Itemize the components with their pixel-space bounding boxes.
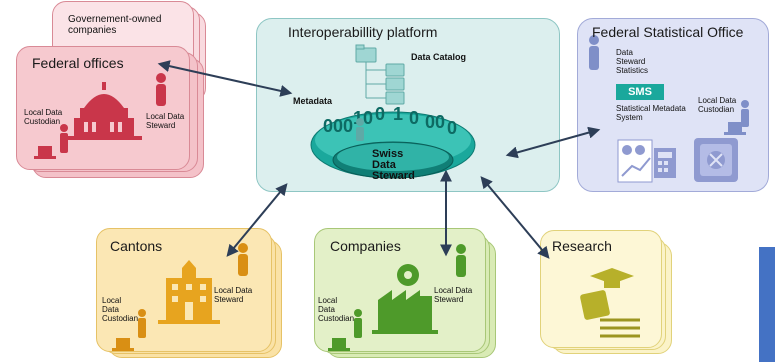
computer-icon [328,338,350,351]
sms-label: SMS [628,86,652,98]
svg-text:10: 10 [353,108,373,128]
svg-text:000: 000 [323,116,353,136]
federal-custodian-label: Local Data Custodian [24,108,63,126]
person-icon [456,244,466,277]
computer-icon [724,122,746,135]
fso-title: Federal Statistical Office [592,24,744,40]
swiss-data-steward-label: Swiss Data Steward [372,148,415,182]
svg-text:00: 00 [425,112,445,132]
cantons-custodian-label: Local Data Custodian [102,296,139,323]
svg-text:0: 0 [375,104,385,124]
graduation-cap-icon [590,268,634,288]
calculator-icon [654,148,676,178]
person-icon [589,35,599,70]
svg-text:1: 1 [393,104,403,124]
building-icon [66,82,142,140]
companies-steward-label: Local Data Steward [434,286,473,304]
sms-box: SMS [616,84,664,100]
person-icon [60,124,68,153]
cantons-title: Cantons [110,238,163,254]
research-title: Research [552,238,612,254]
data-catalog-label: Data Catalog [411,52,467,62]
companies-custodian-label: Local Data Custodian [318,296,355,323]
person-icon [138,309,146,338]
person-icon [354,309,362,338]
person-icon [741,100,749,127]
arrow-federal-platform [157,60,293,97]
person-icon [238,243,248,276]
computer-icon [112,338,134,351]
accent-bar [759,247,775,362]
federal-offices-title: Federal offices [32,55,124,71]
safe-icon [694,138,738,182]
person-icon [156,73,166,106]
person-icon [356,118,364,141]
svg-text:0: 0 [447,118,457,138]
govt-companies-title: Governement-owned companies [68,14,162,36]
chart-icon [617,139,653,183]
federal-steward-label: Local Data Steward [146,112,185,130]
arrow-platform-fso [505,126,601,159]
metadata-label: Metadata [293,96,333,106]
book-icon [580,290,640,338]
folder-icon [355,44,405,105]
fso-steward-stats-label: Data Steward Statistics [616,48,649,75]
svg-text:0: 0 [409,108,419,128]
fso-custodian-label: Local Data Custodian [698,96,737,114]
arrow-platform-cantons [226,183,288,257]
computer-icon [34,146,56,159]
gear-icon [397,264,419,286]
platform-title: Interoperabillity platform [288,24,438,40]
cantons-steward-label: Local Data Steward [214,286,253,304]
arrow-platform-research [480,176,550,259]
companies-title: Companies [330,238,401,254]
sms-system-label: Statistical Metadata System [616,104,686,122]
factory-icon [372,290,438,334]
